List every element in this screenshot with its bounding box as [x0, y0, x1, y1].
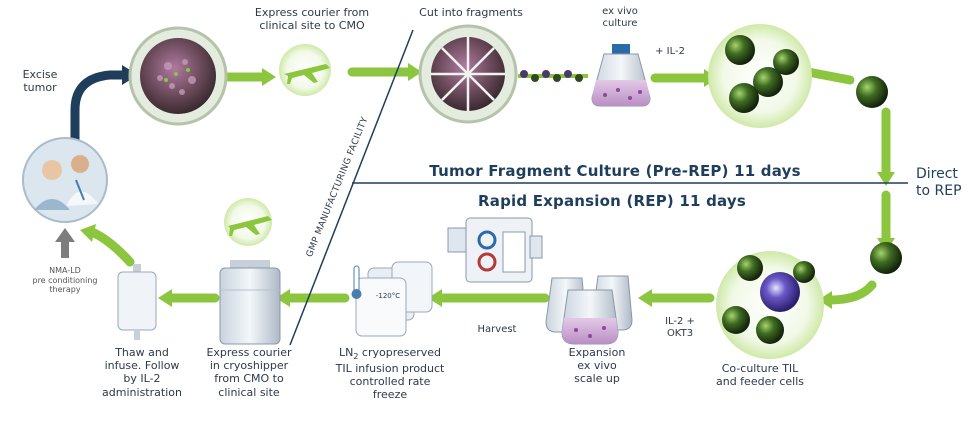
arrow-patient-to-tumor [70, 70, 124, 140]
expansion-label: Expansion ex vivo scale up [568, 346, 626, 386]
freeze-temp-label: -120°C [375, 292, 401, 300]
arrowhead [80, 224, 96, 242]
airplane-icon [284, 64, 330, 84]
ex-vivo-culture-label: ex vivo culture [602, 6, 638, 29]
arrowhead [408, 63, 422, 81]
arrowhead [55, 228, 75, 242]
arrow-heads [80, 63, 895, 309]
arrow-nma-ld [61, 240, 69, 258]
arrowhead [877, 172, 895, 186]
expansion-flasks [545, 275, 633, 345]
courier-cryoshipper-label: Express courier in cryoshipper from CMO … [206, 346, 292, 399]
arrowhead [262, 68, 276, 86]
cryo-bag-icon [351, 261, 433, 337]
flask-icon [591, 44, 651, 107]
airplane-icon [228, 216, 272, 236]
ln2-rest: cryopreserved TIL infusion product contr… [335, 346, 445, 402]
cut-fragments-label: Cut into fragments [419, 6, 523, 19]
gmp-boundary-line [289, 29, 414, 346]
til-cell [856, 76, 888, 108]
flow-arrows [87, 67, 891, 305]
direct-to-rep-label: Direct to REP [916, 166, 962, 199]
thaw-infuse-label: Thaw and infuse. Follow by IL-2 administ… [102, 346, 182, 399]
arrow-to-coculture [825, 280, 877, 305]
cryoshipper-icon [219, 260, 281, 345]
feeder-cell [760, 272, 800, 312]
excise-tumor-label: Excise tumor [22, 68, 58, 95]
courier-glow-top [279, 44, 331, 96]
til-cell-cluster [708, 24, 812, 128]
il2-okt3-label: IL-2 + OKT3 [665, 316, 695, 339]
arrowhead [818, 291, 832, 309]
harvest-label: Harvest [477, 324, 517, 335]
courier-to-cmo-label: Express courier from clinical site to CM… [254, 6, 370, 33]
courier-glow-bottom [224, 198, 272, 246]
tumor-icon [128, 26, 228, 126]
nma-ld-label: NMA-LD pre conditioning therapy [32, 266, 98, 295]
patient-doctor-image [22, 137, 108, 223]
arrow-cells-to-cell [803, 67, 855, 85]
il2-label: + IL-2 [655, 46, 685, 57]
arrowhead [276, 289, 290, 307]
rep-heading: Rapid Expansion (REP) 11 days [478, 192, 746, 210]
iv-bag-icon [117, 264, 157, 340]
til-cell [870, 242, 902, 274]
arrowhead [638, 289, 652, 307]
fragment-beads [518, 70, 588, 82]
arrow-bag-to-patient [87, 227, 135, 267]
arrowhead [428, 289, 442, 307]
coculture-cells [716, 251, 824, 359]
bioreactor-icon [447, 217, 543, 283]
thermometer-icon [351, 265, 362, 299]
fragments-icon [418, 24, 518, 124]
coculture-label: Co-culture TIL and feeder cells [715, 362, 805, 389]
ln2-freeze-label: LN2 cryopreserved TIL infusion product c… [320, 346, 460, 401]
ln2-subscript: 2 [353, 352, 359, 362]
arrowhead [158, 289, 172, 307]
ln2-prefix: LN [338, 346, 354, 359]
pre-rep-heading: Tumor Fragment Culture (Pre-REP) 11 days [429, 162, 801, 180]
